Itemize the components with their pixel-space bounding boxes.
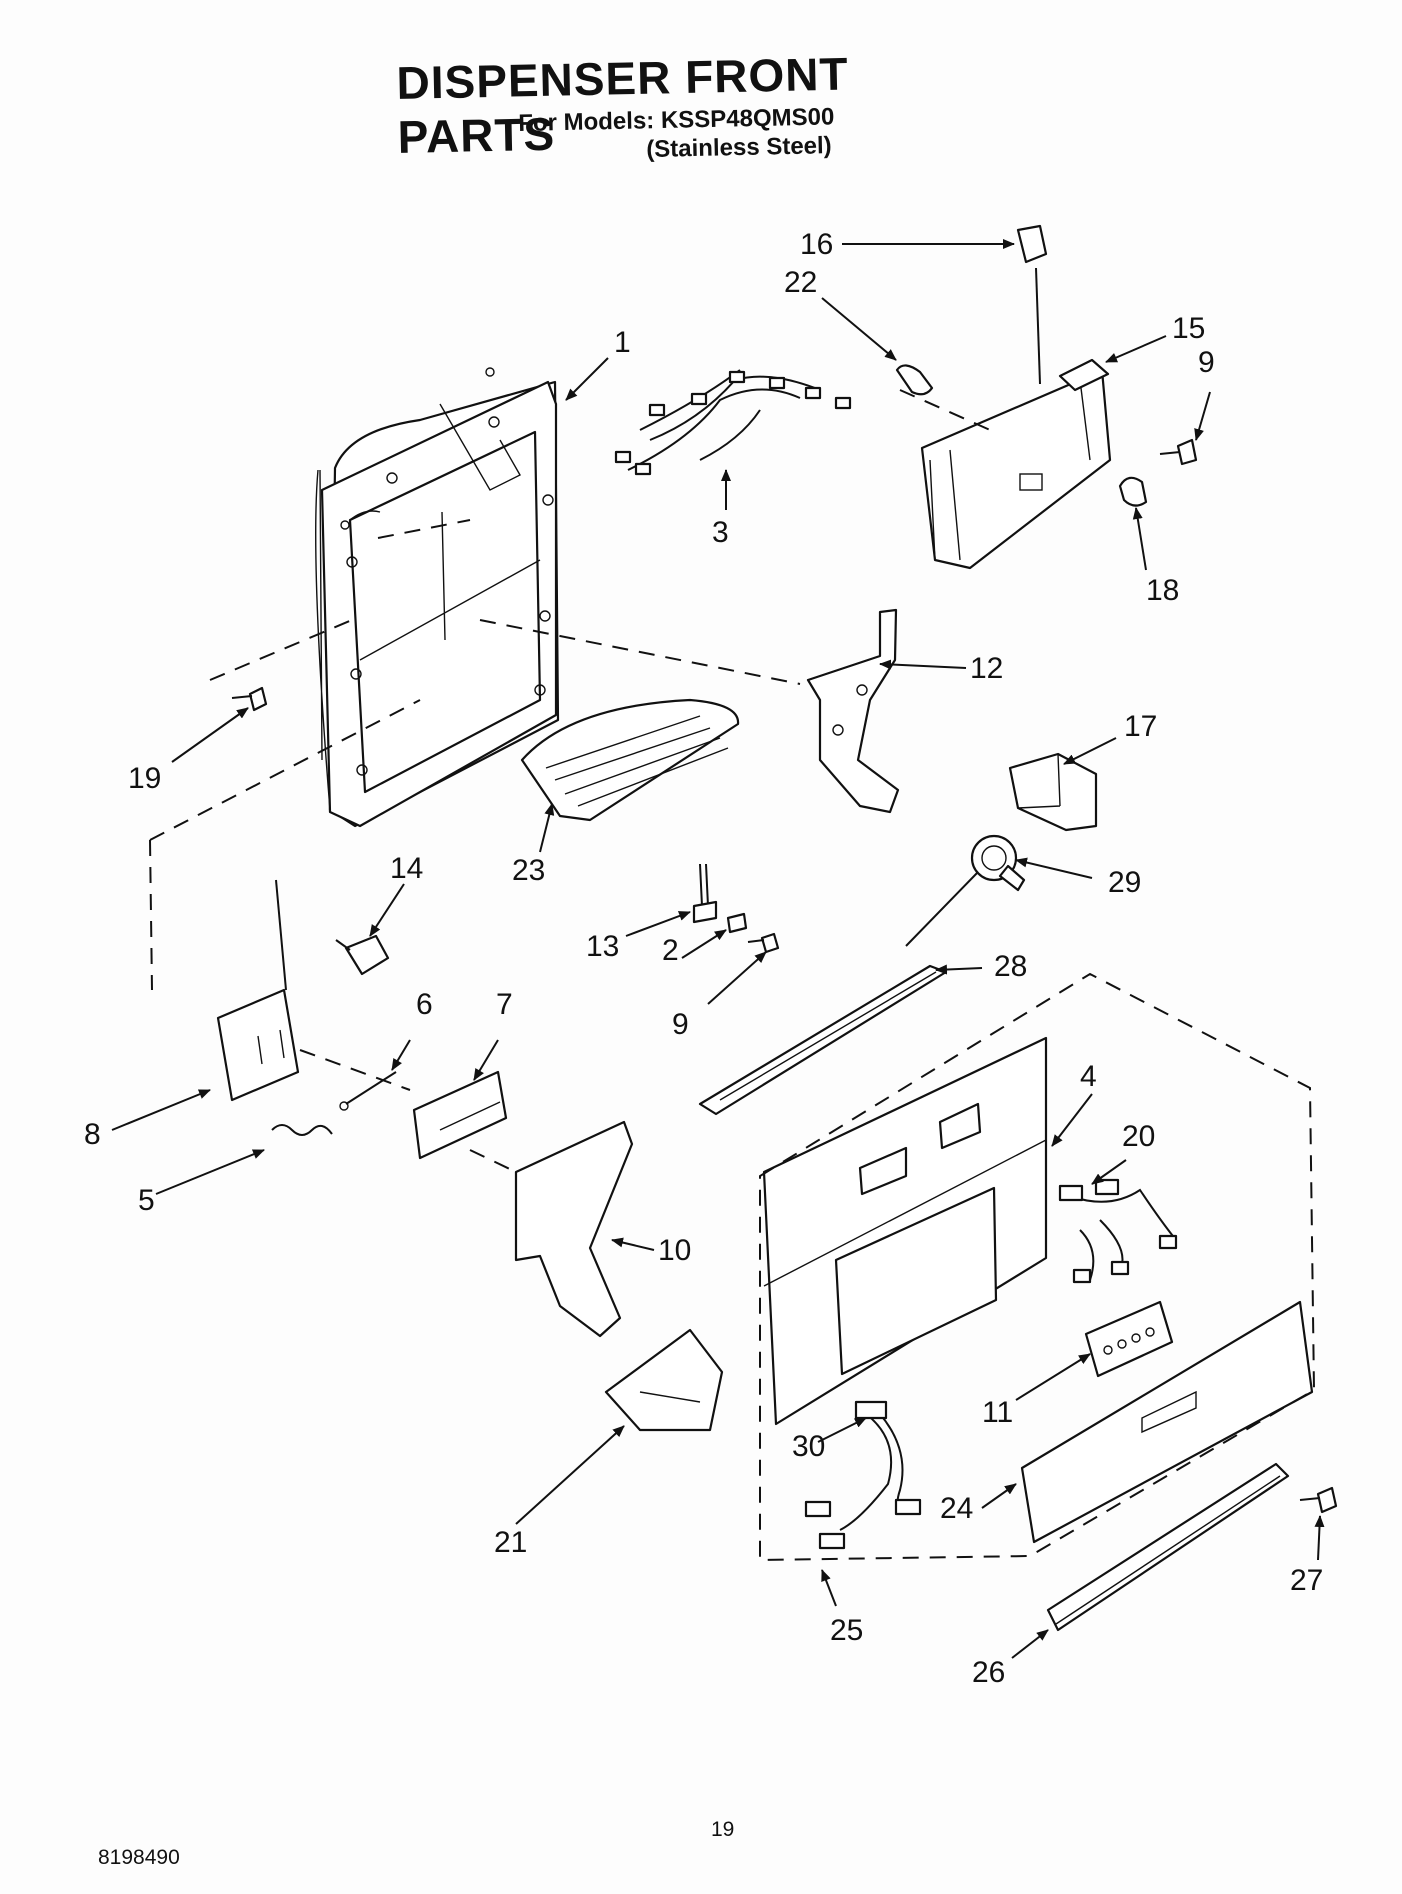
pin-part-6 [339, 1071, 397, 1111]
lamp-socket-part [1118, 476, 1148, 507]
screw-part-27 [1299, 1486, 1338, 1514]
screw-part-9-mid [747, 932, 780, 954]
callout-10: 10 [658, 1234, 691, 1267]
trim-rail-part-28 [698, 964, 948, 1116]
callout-5: 5 [138, 1184, 155, 1217]
callout-15: 15 [1172, 312, 1205, 345]
callout-26: 26 [972, 1656, 1005, 1689]
callout-29: 29 [1108, 866, 1141, 899]
spring-part-5 [271, 1124, 333, 1136]
harness-part-30 [804, 1400, 922, 1550]
callout-6: 6 [416, 988, 433, 1021]
ice-chute-cup-part [604, 1328, 724, 1432]
callout-20: 20 [1122, 1120, 1155, 1153]
callout-11: 11 [982, 1396, 1013, 1429]
callout-21: 21 [494, 1526, 527, 1559]
front-panel-part [762, 1036, 1048, 1426]
callout-12: 12 [970, 652, 1003, 685]
callout-8: 8 [84, 1118, 101, 1151]
callout-27: 27 [1290, 1564, 1323, 1597]
callout-16: 16 [800, 228, 833, 261]
callout-7: 7 [496, 988, 513, 1021]
callout-18: 18 [1146, 574, 1179, 607]
callout-9-top: 9 [1198, 346, 1215, 379]
dispenser-bracket-part [920, 358, 1112, 570]
light-bulb-part [895, 364, 934, 396]
actuator-part-10 [514, 1120, 634, 1338]
callout-17: 17 [1124, 710, 1157, 743]
callout-22: 22 [784, 266, 817, 299]
lever-part-7 [412, 1070, 508, 1160]
callout-3: 3 [712, 516, 729, 549]
harness-part-20 [1058, 1178, 1178, 1284]
callout-23: 23 [512, 854, 545, 887]
control-board-part [1084, 1300, 1174, 1378]
actuator-arm-part-12 [806, 608, 900, 814]
solenoid-part-29 [905, 834, 1026, 947]
screw-part-19 [231, 686, 268, 712]
bracket-part-17 [1008, 752, 1098, 832]
screw-part-9-top [1159, 438, 1198, 466]
membrane-overlay-part [1020, 1300, 1314, 1544]
page-number: 19 [711, 1818, 735, 1841]
dispenser-housing-part [315, 367, 560, 828]
callout-30: 30 [792, 1430, 825, 1463]
drip-grille-part [520, 698, 740, 822]
callout-24: 24 [940, 1492, 973, 1525]
actuator-motor-part [335, 934, 390, 976]
switch-housing-part-8 [216, 879, 300, 1102]
switch-part-16 [1016, 224, 1048, 385]
callout-9-mid: 9 [672, 1008, 689, 1041]
wire-harness-part [614, 369, 852, 476]
shim-part-13 [692, 863, 718, 924]
document-number: 8198490 [98, 1846, 180, 1869]
callout-4: 4 [1080, 1060, 1097, 1093]
bottom-trim-part [1046, 1462, 1290, 1632]
callout-28: 28 [994, 950, 1027, 983]
callout-25: 25 [830, 1614, 863, 1647]
callout-2: 2 [662, 934, 679, 967]
callout-13: 13 [586, 930, 619, 963]
callout-19: 19 [128, 762, 161, 795]
callout-14: 14 [390, 852, 423, 885]
callout-1: 1 [614, 326, 631, 359]
spacer-part-2 [726, 912, 748, 934]
